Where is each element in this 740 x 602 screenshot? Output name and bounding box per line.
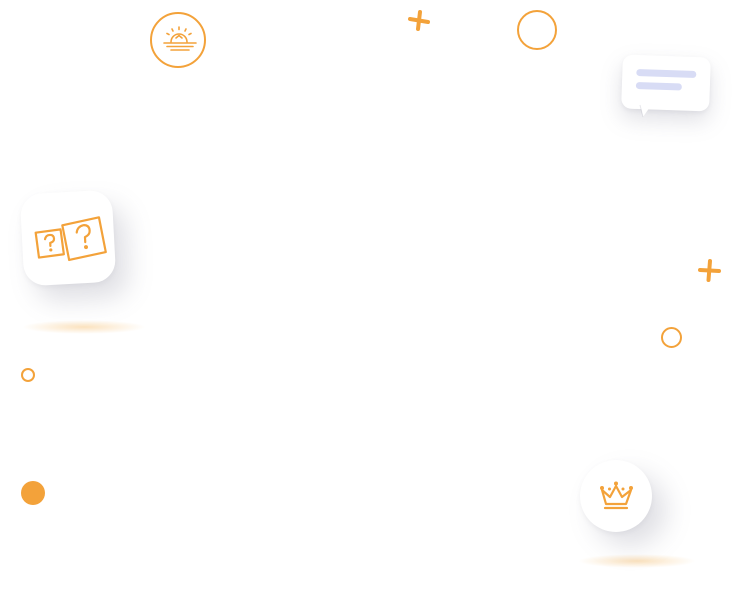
badge-glow <box>578 554 696 568</box>
decorative-ring <box>517 10 557 50</box>
decorative-ring <box>21 368 35 382</box>
decorative-ring <box>661 327 682 348</box>
question-dice-card <box>19 189 117 287</box>
chat-bubble-card <box>621 54 711 112</box>
chat-text-line <box>635 81 682 91</box>
chat-bubble-tail <box>638 104 656 125</box>
crown-badge <box>580 460 652 532</box>
question-dice-icon <box>34 216 107 262</box>
crown-icon <box>600 481 633 510</box>
plus-icon <box>406 8 432 34</box>
sunrise-icon <box>163 26 197 51</box>
decorative-dot <box>21 481 45 505</box>
plus-icon <box>697 258 723 284</box>
sunrise-badge <box>150 12 206 68</box>
chat-text-line <box>636 68 697 79</box>
card-glow <box>22 320 146 334</box>
